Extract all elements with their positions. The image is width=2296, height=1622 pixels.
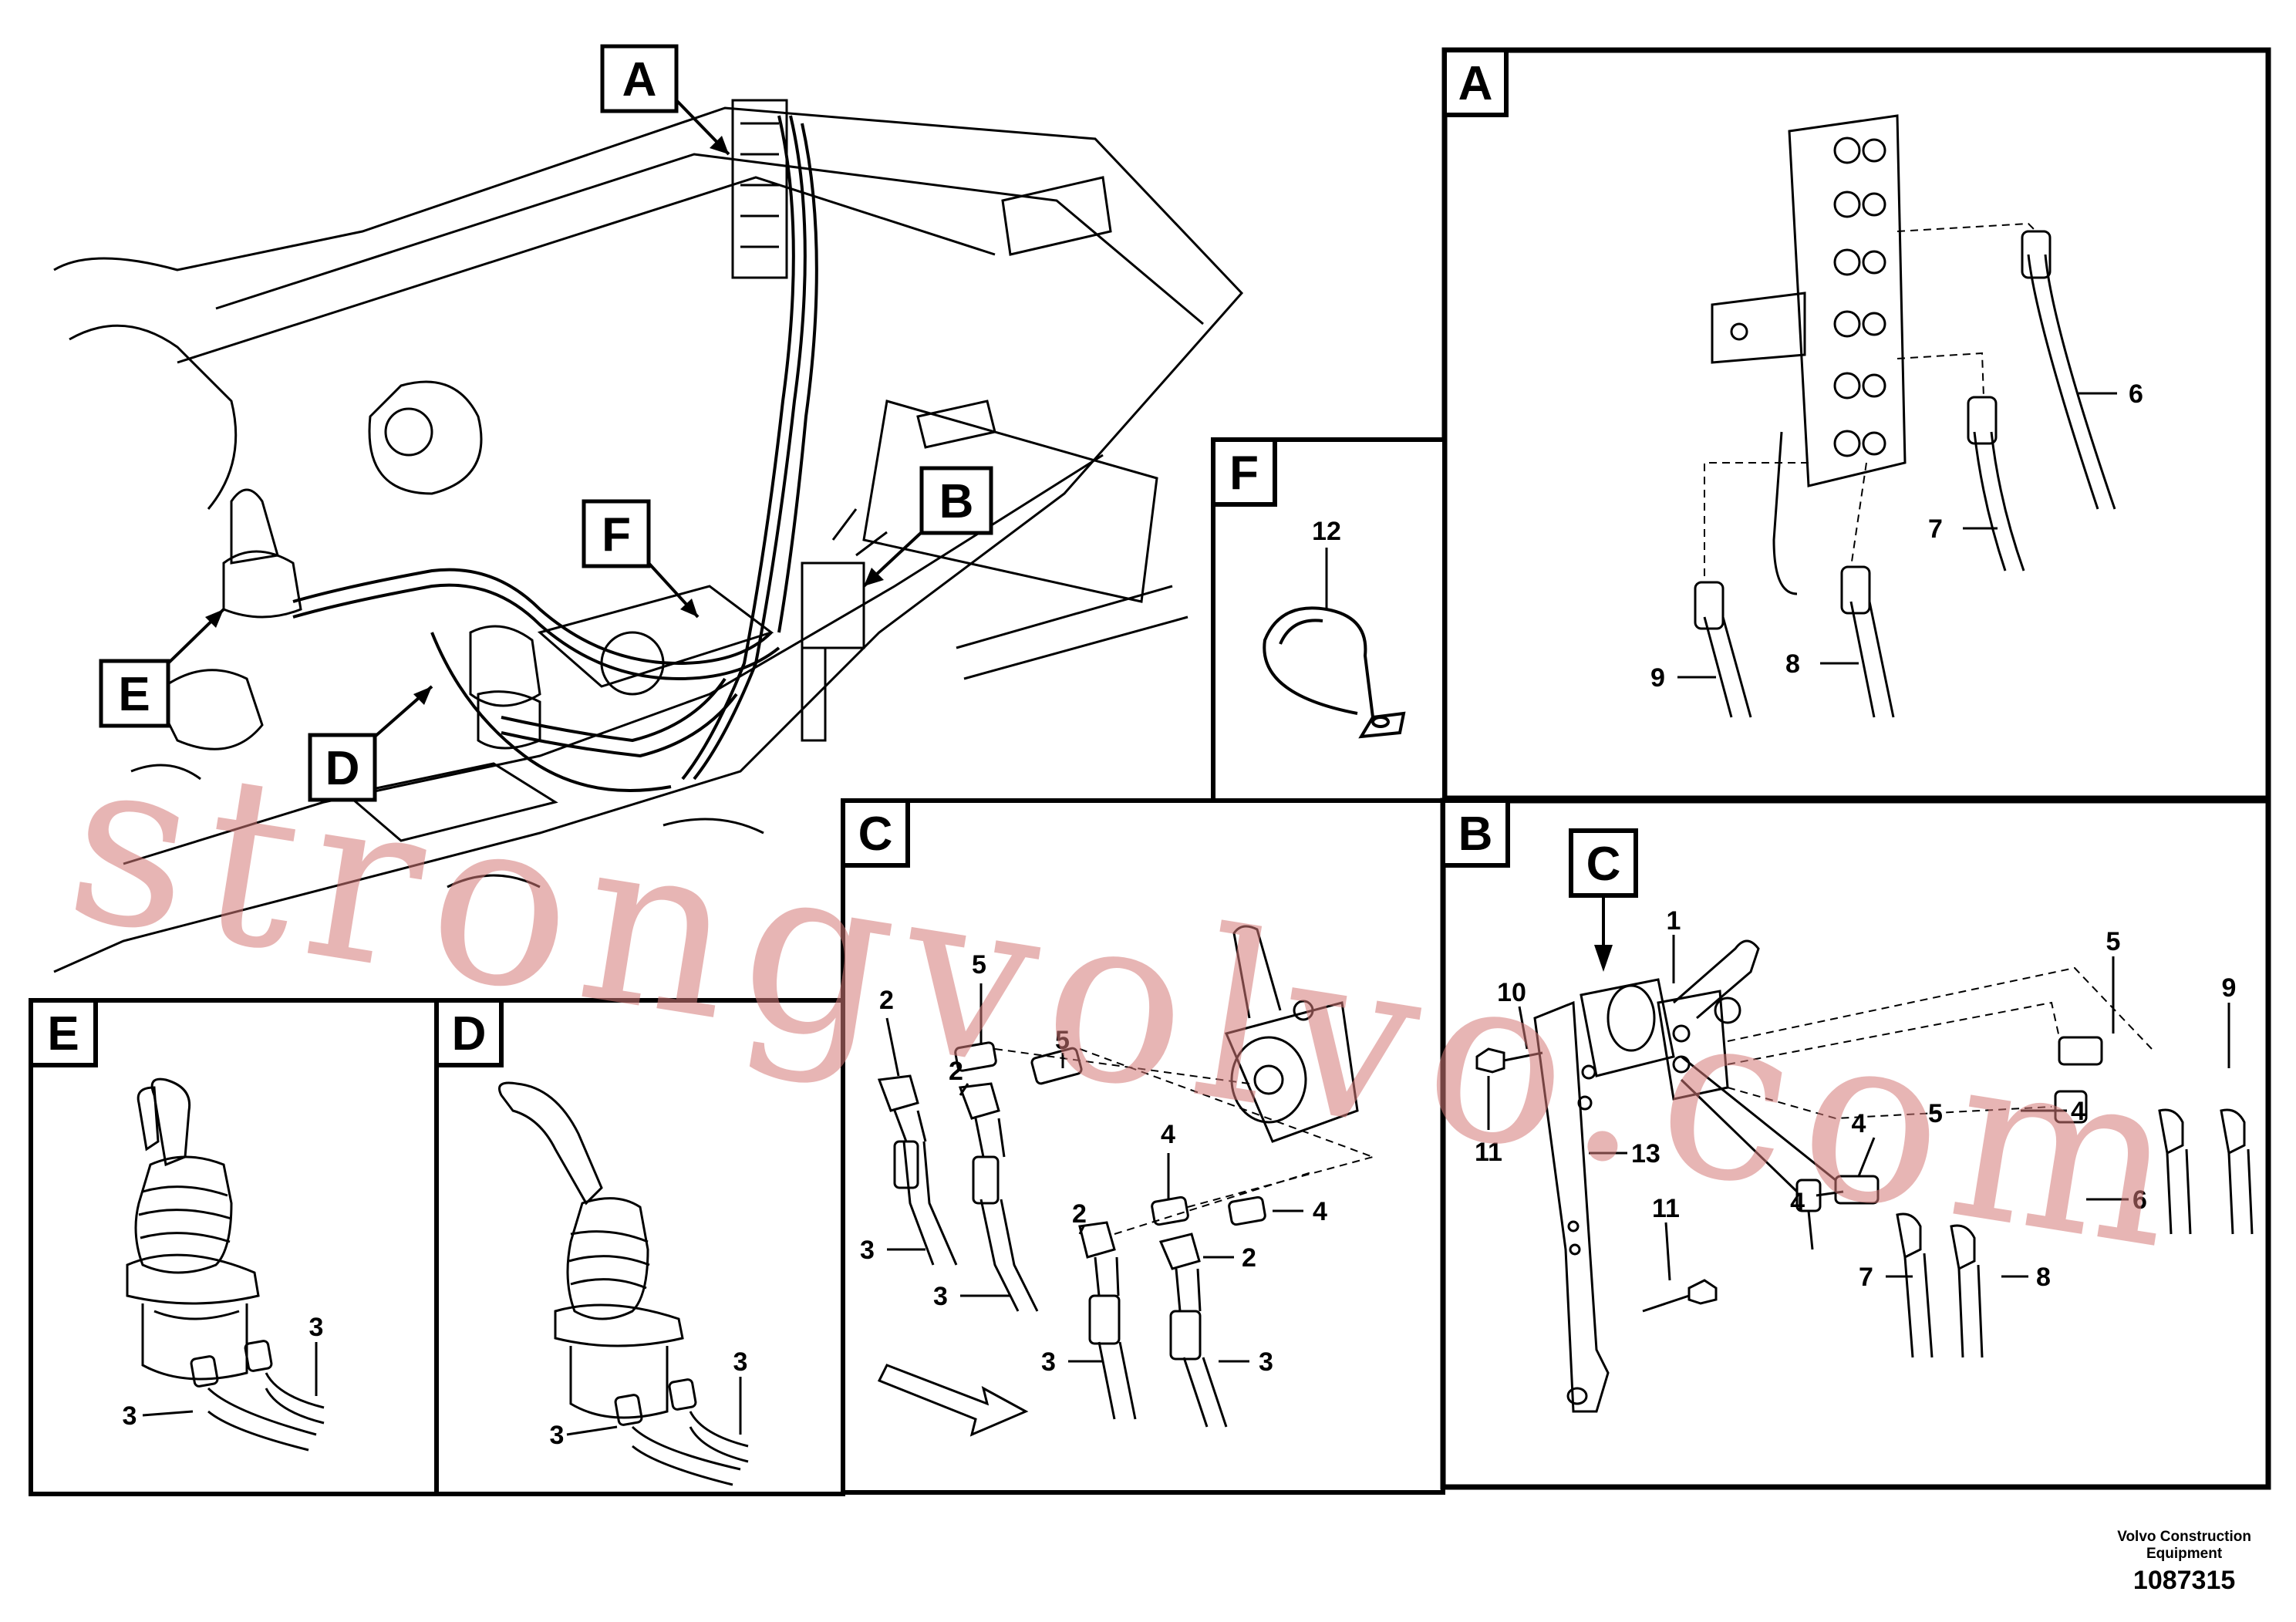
svg-text:9: 9: [2222, 973, 2237, 1003]
svg-text:3: 3: [309, 1313, 324, 1342]
manifold-ports: [1833, 137, 1886, 457]
main-callout-E: E: [99, 608, 225, 728]
svg-text:8: 8: [1785, 649, 1800, 679]
svg-text:5: 5: [1055, 1026, 1070, 1055]
svg-text:2: 2: [1242, 1243, 1256, 1273]
svg-text:A: A: [622, 53, 657, 106]
svg-text:4: 4: [1852, 1109, 1866, 1138]
svg-text:F: F: [602, 508, 631, 561]
svg-text:3: 3: [733, 1347, 748, 1377]
svg-text:8: 8: [2036, 1263, 2051, 1292]
svg-text:3: 3: [123, 1401, 137, 1431]
svg-text:7: 7: [1859, 1263, 1873, 1292]
svg-text:3: 3: [550, 1421, 565, 1450]
panel-A: A: [1441, 47, 2271, 801]
svg-text:1: 1: [1667, 906, 1681, 936]
svg-text:D: D: [325, 742, 360, 795]
panel-D: D 3 3: [434, 998, 845, 1496]
svg-text:12: 12: [1312, 517, 1341, 546]
panel-E: E 3 3: [29, 998, 439, 1496]
document-number: 1087315: [2132, 1566, 2236, 1595]
svg-text:2: 2: [1072, 1199, 1087, 1229]
svg-text:5: 5: [972, 950, 986, 980]
svg-text:3: 3: [1259, 1347, 1273, 1377]
svg-text:7: 7: [1928, 514, 1943, 544]
svg-text:6: 6: [2132, 1185, 2147, 1215]
main-callout-A: A: [600, 44, 730, 156]
main-callout-F: F: [582, 499, 700, 619]
svg-text:4: 4: [1161, 1120, 1175, 1149]
main-callout-B: B: [862, 466, 993, 588]
svg-text:E: E: [118, 668, 150, 721]
panel-F: F 12: [1211, 437, 1447, 804]
panel-B-callout-C: C: [1569, 828, 1638, 972]
svg-text:4: 4: [2071, 1097, 2085, 1126]
main-overview-drawing: [53, 99, 1244, 973]
svg-text:3: 3: [1041, 1347, 1056, 1377]
joystick-D: [498, 1081, 749, 1486]
svg-text:B: B: [1458, 808, 1493, 861]
svg-text:E: E: [47, 1007, 79, 1061]
main-callout-D: D: [308, 685, 433, 802]
svg-text:10: 10: [1497, 978, 1526, 1007]
svg-text:2: 2: [879, 986, 894, 1015]
manufacturer-line-2: Equipment: [2146, 1546, 2223, 1562]
svg-text:4: 4: [1790, 1188, 1805, 1217]
manufacturer-line-1: Volvo Construction: [2117, 1529, 2251, 1545]
svg-text:11: 11: [1475, 1138, 1502, 1167]
clamp-12: [1263, 606, 1406, 739]
panel-B: B C: [1440, 798, 2271, 1490]
joystick-E: [126, 1077, 325, 1452]
svg-text:11: 11: [1652, 1194, 1680, 1223]
svg-text:4: 4: [1313, 1197, 1327, 1226]
svg-text:13: 13: [1631, 1139, 1660, 1168]
svg-text:B: B: [939, 475, 974, 528]
svg-text:A: A: [1458, 57, 1493, 110]
svg-text:5: 5: [1928, 1099, 1943, 1128]
svg-text:3: 3: [860, 1236, 875, 1265]
svg-text:C: C: [1586, 838, 1621, 891]
footer: Volvo Construction Equipment 1087315: [2117, 1529, 2251, 1596]
svg-text:F: F: [1229, 447, 1259, 500]
panel-C: C: [841, 798, 1445, 1495]
svg-text:2: 2: [949, 1057, 963, 1086]
svg-text:D: D: [452, 1007, 487, 1061]
svg-text:C: C: [858, 808, 893, 861]
svg-text:5: 5: [2106, 927, 2121, 956]
svg-text:3: 3: [933, 1282, 948, 1311]
svg-text:6: 6: [2129, 379, 2143, 409]
svg-text:9: 9: [1650, 663, 1665, 693]
